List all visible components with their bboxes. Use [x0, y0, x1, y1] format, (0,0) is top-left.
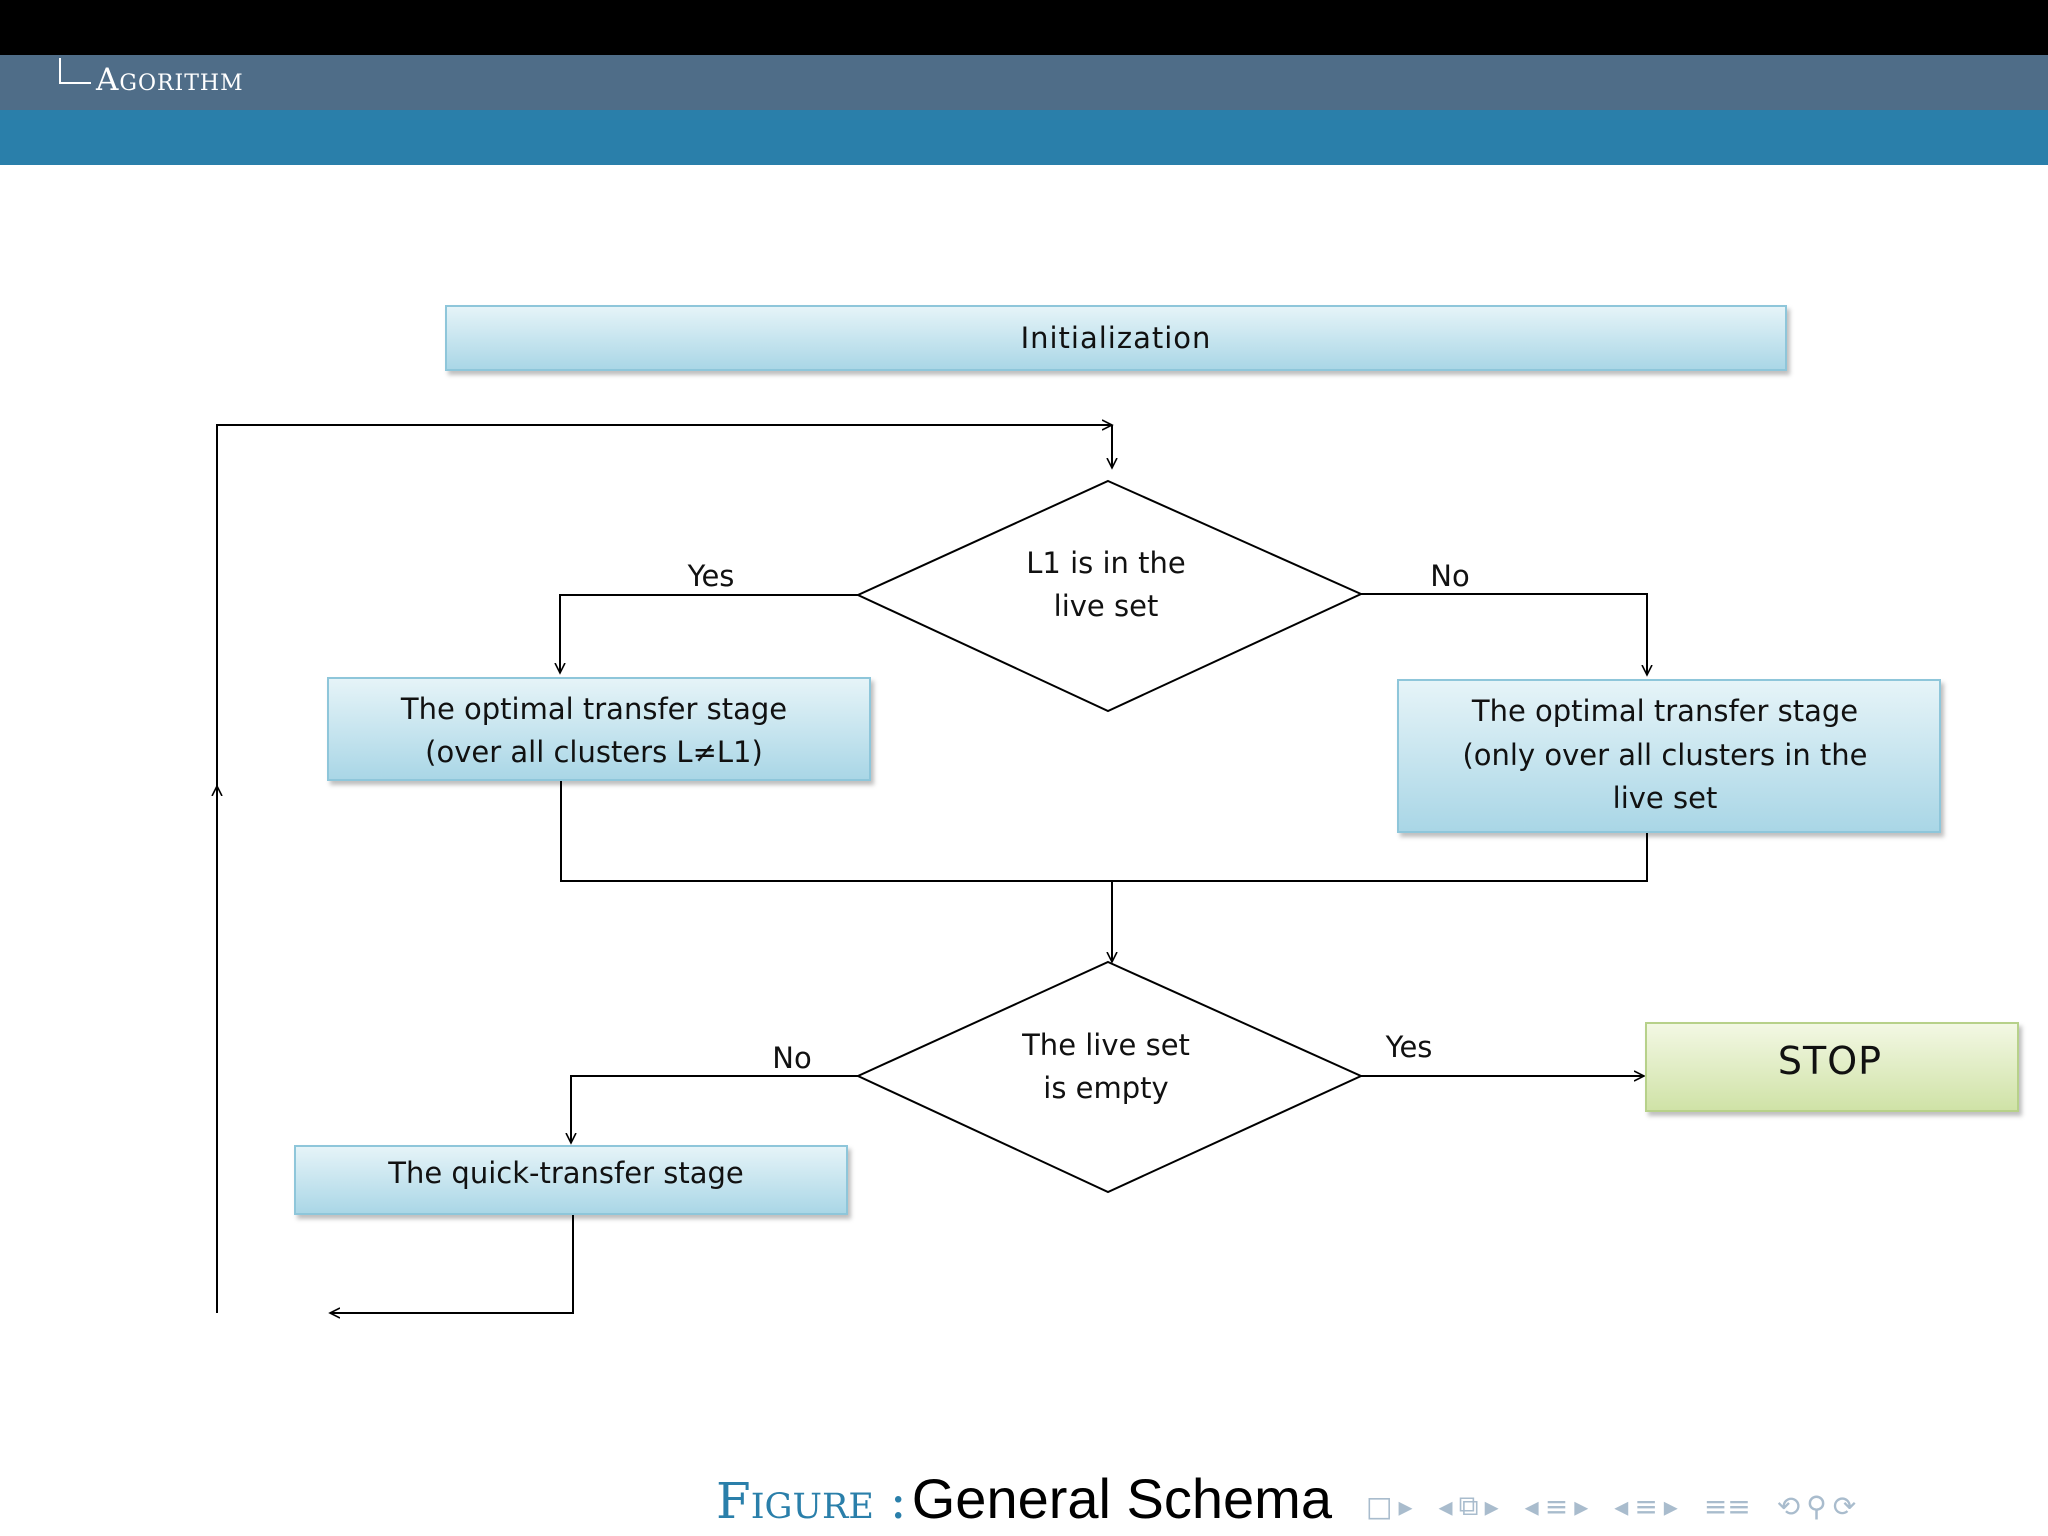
section-corner-mark — [59, 58, 91, 84]
edge-decision1-no — [1361, 593, 1647, 675]
section-bar — [0, 55, 2048, 110]
decision-empty-line2: is empty — [1043, 1071, 1168, 1105]
search-icon[interactable]: ⚲ — [1806, 1489, 1827, 1523]
beamer-navigation[interactable]: □ ▸ ◂ ⧉ ▸ ◂ ≡ ▸ ◂ ≡ ▸ ≡≡ ⟲ ⚲ ⟳ — [1366, 1484, 2038, 1528]
undo-icon[interactable]: ⟲ — [1776, 1489, 1801, 1523]
connectors — [217, 425, 1647, 1313]
node-optimal-transfer-all: The optimal transfer stage (over all clu… — [327, 677, 871, 781]
optimal-live-line2: (only over all clusters in the — [1462, 738, 1867, 772]
stop-label: STOP — [1778, 1039, 1882, 1083]
section-icon[interactable]: ≡ — [1544, 1489, 1569, 1523]
part-icon[interactable]: ≡ — [1634, 1489, 1658, 1523]
subsection-right-icon[interactable]: ▸ — [1484, 1489, 1499, 1523]
caption-text: General Schema — [911, 1467, 1332, 1530]
node-stop: STOP — [1645, 1022, 2019, 1112]
edge-label-l1-yes: Yes — [687, 559, 735, 593]
edge-label-l1-no: No — [1430, 559, 1469, 593]
frame-title-bar — [0, 110, 2048, 165]
edge-quick-to-loop — [330, 1215, 574, 1313]
decision-l1-line1: L1 is in the — [1026, 546, 1185, 580]
decision-l1-line2: live set — [1054, 589, 1159, 623]
frame-arrows-icon[interactable]: ▸ — [1398, 1489, 1413, 1523]
part-right-icon[interactable]: ▸ — [1663, 1489, 1678, 1523]
optimal-all-line2: (over all clusters L≠L1) — [425, 735, 763, 769]
subsection-icon[interactable]: ⧉ — [1458, 1489, 1479, 1522]
edge-loop-top — [216, 424, 1112, 786]
decision-empty-line1: The live set — [1021, 1028, 1190, 1062]
edge-decision1-yes — [560, 594, 858, 673]
frame-icon[interactable]: □ — [1366, 1489, 1393, 1523]
align-icon[interactable]: ≡≡ — [1703, 1489, 1751, 1523]
node-decision-empty: The live set is empty — [855, 960, 1364, 1194]
section-left-icon[interactable]: ◂ — [1524, 1489, 1539, 1523]
initialization-label: Initialization — [1021, 321, 1212, 355]
part-left-icon[interactable]: ◂ — [1614, 1489, 1629, 1523]
optimal-live-line3: live set — [1613, 781, 1718, 815]
section-right-icon[interactable]: ▸ — [1574, 1489, 1589, 1523]
node-decision-l1: L1 is in the live set — [855, 479, 1364, 713]
redo-icon[interactable]: ⟳ — [1832, 1489, 1857, 1523]
subsection-left-icon[interactable]: ◂ — [1438, 1489, 1453, 1523]
optimal-all-line1: The optimal transfer stage — [400, 692, 787, 726]
node-initialization: Initialization — [445, 305, 1787, 371]
top-black-bar — [0, 0, 2048, 55]
section-title: Agorithm — [96, 62, 244, 98]
node-optimal-transfer-live: The optimal transfer stage (only over al… — [1397, 679, 1941, 833]
edge-label-empty-yes: Yes — [1385, 1030, 1433, 1064]
edge-decision2-no — [571, 1075, 858, 1143]
edge-label-empty-no: No — [772, 1041, 811, 1075]
quick-transfer-label: The quick-transfer stage — [387, 1156, 743, 1190]
node-quick-transfer: The quick-transfer stage — [294, 1145, 848, 1215]
caption-label: Figure : — [716, 1472, 907, 1530]
optimal-live-line1: The optimal transfer stage — [1471, 694, 1858, 728]
edge-left-stage-down — [560, 780, 1648, 882]
figure-caption: Figure : General Schema — [0, 1466, 2048, 1531]
